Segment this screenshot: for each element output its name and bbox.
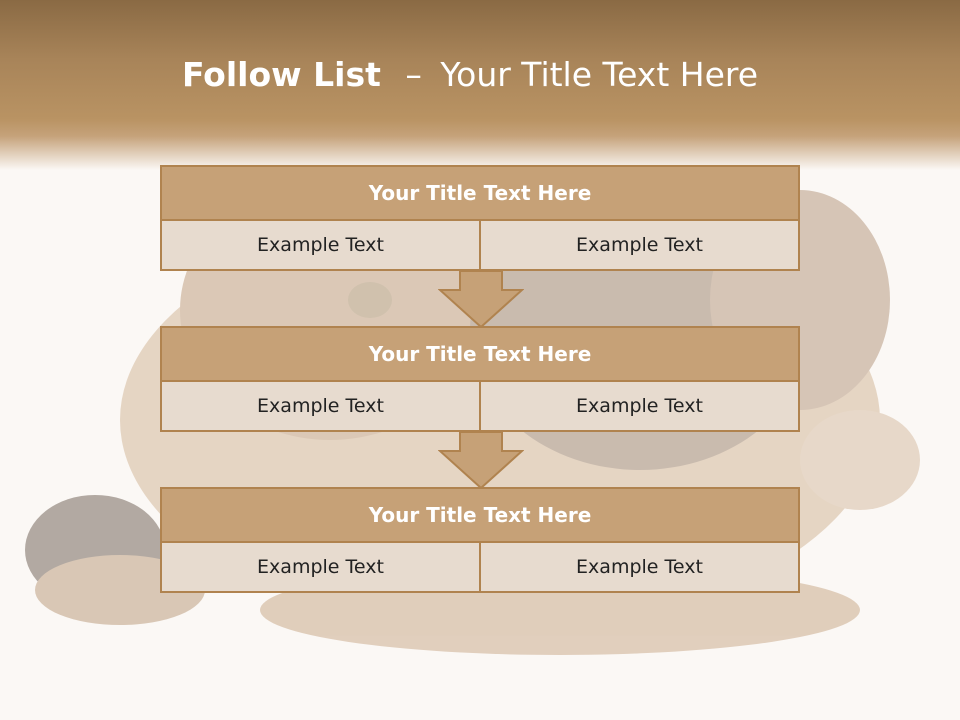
- down-arrow-icon: [438, 270, 524, 328]
- down-arrow-icon: [438, 431, 524, 489]
- block-title: Your Title Text Here: [160, 326, 800, 382]
- block-title: Your Title Text Here: [160, 487, 800, 543]
- list-block-1: Your Title Text Here Example Text Exampl…: [160, 165, 800, 271]
- block-row: Example Text Example Text: [160, 543, 800, 593]
- block-cell-right: Example Text: [481, 382, 800, 432]
- title-rest: Your Title Text Here: [440, 55, 759, 94]
- block-cell-right: Example Text: [481, 221, 800, 271]
- block-cell-right: Example Text: [481, 543, 800, 593]
- header-band: [0, 0, 960, 170]
- block-title: Your Title Text Here: [160, 165, 800, 221]
- block-cell-left: Example Text: [160, 543, 481, 593]
- list-block-2: Your Title Text Here Example Text Exampl…: [160, 326, 800, 432]
- slide-title: Follow List – Your Title Text Here: [0, 55, 940, 94]
- block-row: Example Text Example Text: [160, 382, 800, 432]
- title-separator: –: [405, 55, 422, 94]
- list-block-3: Your Title Text Here Example Text Exampl…: [160, 487, 800, 593]
- block-cell-left: Example Text: [160, 221, 481, 271]
- block-row: Example Text Example Text: [160, 221, 800, 271]
- block-cell-left: Example Text: [160, 382, 481, 432]
- title-strong: Follow List: [181, 55, 381, 94]
